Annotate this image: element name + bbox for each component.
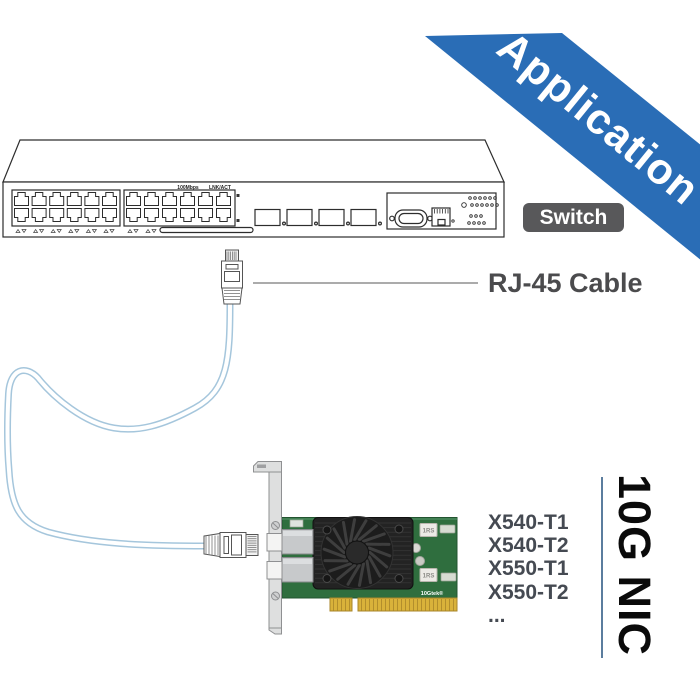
pci-bracket [253,461,283,635]
nic-category-label: 10G NIC [609,473,660,657]
pullout-tab [159,226,254,234]
switch-illustration: 100Mbps LNK/ACT [2,139,505,238]
model-item: X550-T1 [488,557,569,581]
brand-text: 10Gtek® [421,590,443,597]
magnetics-chip-label-2: 1RS [423,574,435,580]
cable-label: RJ-45 Cable [488,268,643,298]
switch-badge: Switch [523,203,624,232]
model-item: X550-T2 [488,580,569,604]
bank-marker-bottom [236,219,240,222]
port-opening-2 [266,561,283,580]
pcie-finger-stripes [333,599,454,611]
vertical-divider [601,477,603,658]
switch-link-label: LNK/ACT [209,185,231,191]
console-rj45-port [431,207,451,227]
nic-rj45-ports [281,529,314,583]
model-item-ellipsis: ... [488,603,506,627]
model-item: X540-T2 [488,534,569,558]
cable-core [5,300,232,548]
management-panel [386,192,499,230]
rj45-plug-top [221,249,243,305]
cable-outline [3,298,234,550]
nic-card: 1RS 1RS 10Gtek® [253,461,458,635]
pcie-finger-short [329,597,353,612]
rj45-plug-bottom [203,532,259,558]
status-led-cluster [451,196,499,225]
pcie-finger-long [357,597,458,612]
switch-top-face [2,139,505,183]
bank-marker-top [236,194,240,197]
port-opening-1 [266,533,283,552]
ethernet-cable [3,298,234,550]
capacitor [415,556,425,566]
magnetics-chip-label-1: 1RS [423,529,435,535]
sfp-uplink-ports [254,208,383,227]
nic-model-list: X540-T1 X540-T2 X550-T1 X550-T2 ... [488,511,569,627]
model-item: X540-T1 [488,511,569,534]
heatsink-fan [312,516,414,590]
switch-speed-label: 100Mbps [177,185,199,191]
